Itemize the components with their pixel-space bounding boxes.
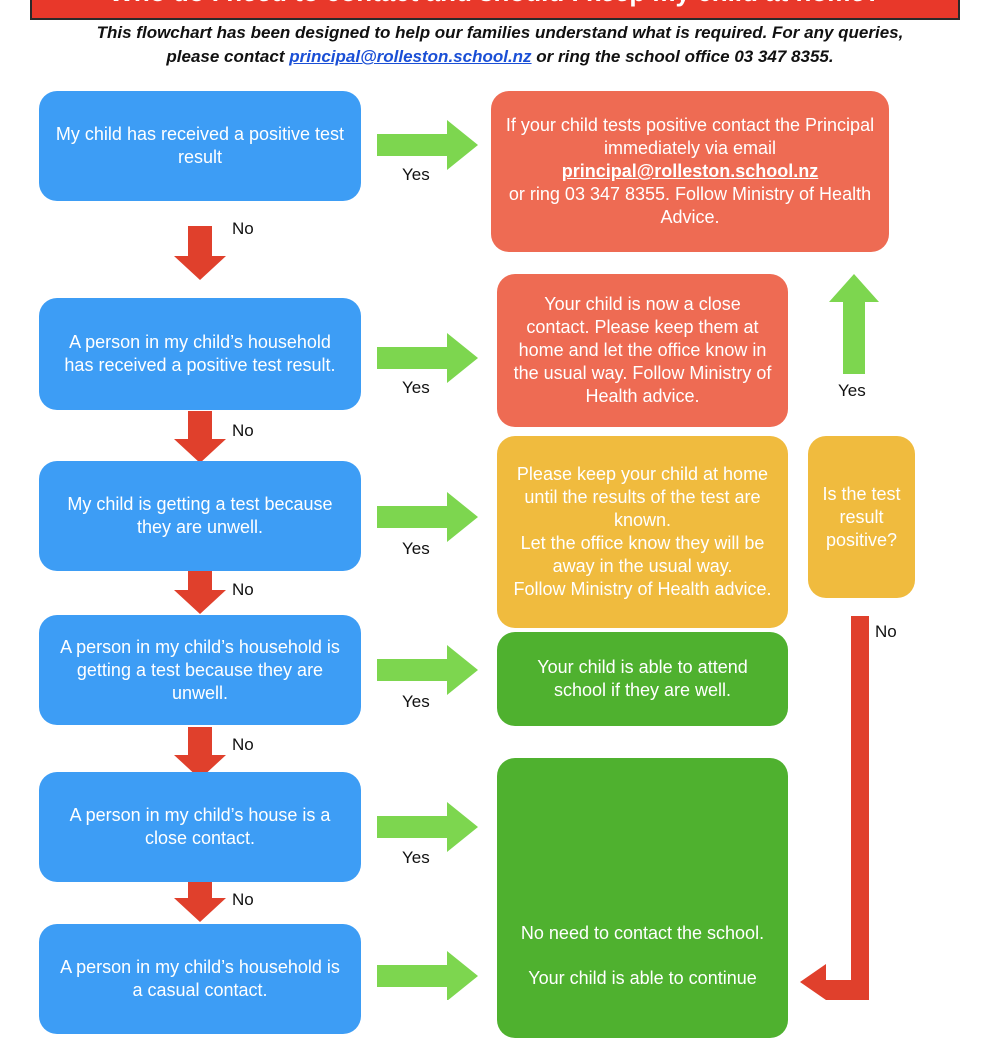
outcome-positive-email-link[interactable]: principal@rolleston.school.nz	[561, 161, 819, 181]
no-arrow-3	[174, 562, 226, 614]
outcome-positive-line1: If your child tests positive contact the…	[505, 115, 875, 158]
no-label: No	[232, 421, 254, 440]
outcome-positive-line2: or ring 03 347 8355. Follow Ministry of …	[508, 184, 872, 227]
yes-up-arrow	[829, 274, 879, 374]
flowchart-arrows	[174, 120, 879, 1000]
no-label: No	[232, 580, 254, 599]
yes-label: Yes	[838, 381, 866, 400]
yes-arrow-6	[377, 951, 478, 1000]
outcome-text: Please keep your child at home until the…	[513, 464, 772, 599]
intro-suffix: or ring the school office 03 347 8355.	[536, 47, 834, 66]
outcome-text: Your child is now a close contact. Pleas…	[513, 294, 772, 406]
no-label: No	[232, 219, 254, 238]
outcome-positive: If your child tests positive contact the…	[491, 91, 889, 252]
question-child-testing: My child is getting a test because they …	[39, 461, 361, 571]
intro-line-2: please contact principal@rolleston.schoo…	[20, 45, 980, 69]
decision-text: Is the test result positive?	[822, 483, 901, 550]
question-household-positive: A person in my child’s household has rec…	[39, 298, 361, 410]
outcome-text: Your child is able to attend school if t…	[537, 657, 748, 700]
outcome-no-need-line2: Your child is able to continue	[528, 968, 757, 988]
yes-arrow-1	[377, 120, 478, 170]
question-text: A person in my child’s household has rec…	[64, 332, 336, 375]
no-arrow-4	[174, 727, 226, 779]
outcome-attend-if-well: Your child is able to attend school if t…	[497, 632, 788, 726]
question-house-close-contact: A person in my child’s house is a close …	[39, 772, 361, 882]
question-text: A person in my child’s house is a close …	[69, 805, 331, 848]
intro-prefix: please contact	[166, 47, 285, 66]
intro-line-1: This flowchart has been designed to help…	[96, 23, 904, 42]
yes-label: Yes	[402, 539, 430, 558]
outcome-no-need: No need to contact the school. Your chil…	[497, 758, 788, 1038]
question-household-casual-contact: A person in my child’s household is a ca…	[39, 924, 361, 1034]
no-arrow-2	[174, 411, 226, 463]
yes-arrow-3	[377, 492, 478, 542]
outcome-no-need-line1: No need to contact the school.	[520, 923, 765, 943]
no-arrow-5	[174, 870, 226, 922]
no-arrow-1	[174, 226, 226, 280]
outcome-close-contact: Your child is now a close contact. Pleas…	[497, 274, 788, 427]
yes-label: Yes	[402, 378, 430, 397]
yes-arrow-2	[377, 333, 478, 383]
no-elbow-arrow	[800, 616, 869, 1000]
yes-label: Yes	[402, 692, 430, 711]
yes-label: Yes	[402, 848, 430, 867]
question-text: My child has received a positive test re…	[55, 124, 345, 167]
outcome-await-results: Please keep your child at home until the…	[497, 436, 788, 628]
no-label: No	[875, 622, 897, 641]
page-title: Who do I need to contact and should I ke…	[30, 0, 960, 20]
decision-test-positive: Is the test result positive?	[808, 436, 915, 598]
yes-label: Yes	[402, 165, 430, 184]
question-child-positive: My child has received a positive test re…	[39, 91, 361, 201]
question-text: A person in my child’s household is a ca…	[60, 957, 340, 1000]
question-household-testing: A person in my child’s household is gett…	[39, 615, 361, 725]
intro-text: This flowchart has been designed to help…	[20, 21, 980, 69]
question-text: A person in my child’s household is gett…	[60, 636, 340, 703]
no-label: No	[232, 735, 254, 754]
intro-email-link[interactable]: principal@rolleston.school.nz	[289, 47, 532, 66]
yes-arrow-4	[377, 645, 478, 695]
no-label: No	[232, 890, 254, 909]
question-text: My child is getting a test because they …	[67, 494, 333, 537]
yes-arrow-5	[377, 802, 478, 852]
